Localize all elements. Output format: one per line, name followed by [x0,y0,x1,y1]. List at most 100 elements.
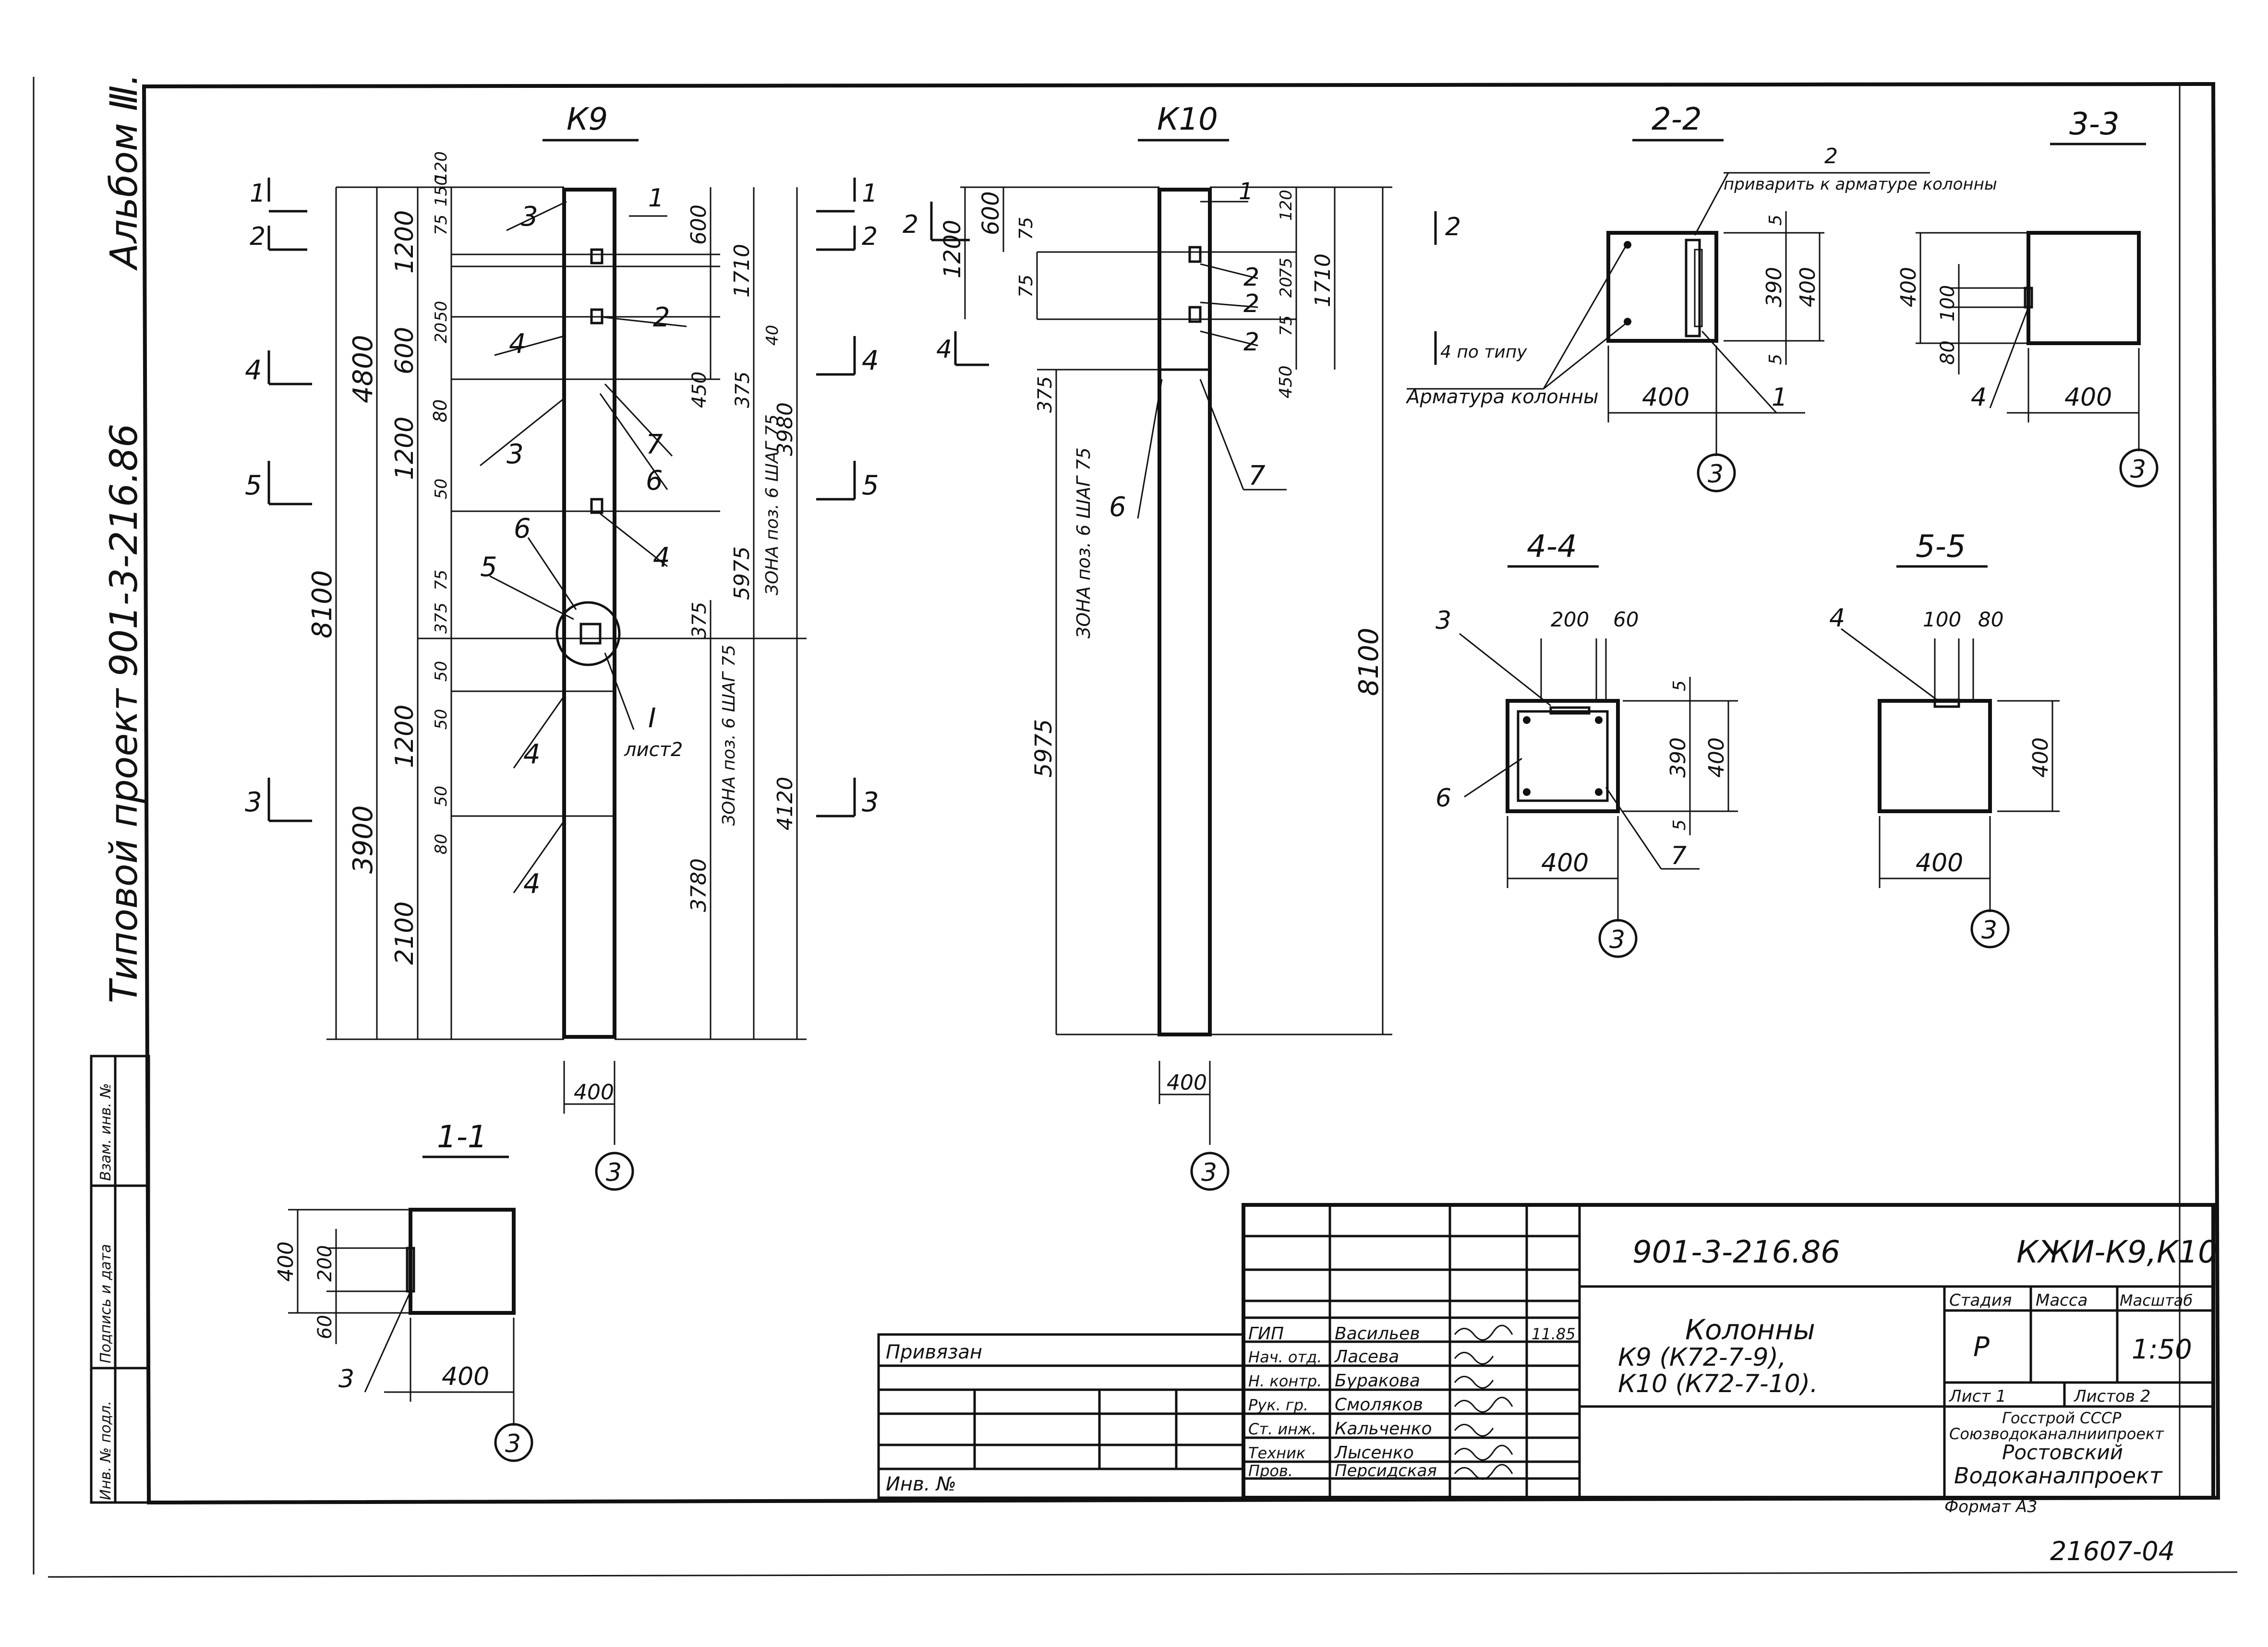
s55-axis: 3 [1981,916,1997,945]
k10-dim-75b: 75 [1015,275,1037,298]
k10-callout-7: 7 [1248,460,1266,492]
s11-h: 400 [274,1241,298,1282]
k9-dim-r450: 450 [688,372,711,408]
k9-callout-2: 2 [653,302,670,333]
s22-rebar-label: Арматура колонны [1405,386,1599,408]
k9-dim-600: 600 [390,327,419,374]
s33-width: 400 [2064,383,2112,412]
k10-zone: ЗОНА поз. 6 ШАГ 75 [1073,447,1094,638]
tb-bound: Привязан [886,1341,982,1363]
s44-d5a: 5 [1670,680,1689,691]
k9-width: 400 [574,1080,614,1105]
k9-callout-6a: 6 [646,465,663,496]
margin-stamp: Инв. № подл. Подпись и дата Взам. инв. № [90,1055,150,1504]
k9-callout-3b: 3 [507,439,524,470]
column-k9: 8100 4800 3900 1200 600 1200 1200 2100 1… [245,151,879,1191]
k10-section-2-left: 2 [903,210,918,239]
k9-callout-6b: 6 [514,513,531,544]
s44-axis: 3 [1609,926,1625,954]
k10-dim-5975: 5975 [1030,719,1057,778]
s33-b: 80 [1937,340,1959,365]
k9-dim-150: 150 [432,175,451,206]
k9-dim-75: 75 [432,215,451,235]
k9-callout-4b: 4 [653,542,670,573]
s22-d400: 400 [1796,267,1820,307]
tb-mass-h: Масса [2036,1291,2087,1310]
k9-dim-80: 80 [430,399,451,422]
title-block: Привязан Инв. № ГИП Васильев 11.85 Нач. … [877,1203,2218,1500]
k9-dim-1200b: 1200 [390,417,419,480]
tb-role-5: Техник [1248,1444,1306,1462]
margin-stamp-inv: Инв. № подл. [97,1401,114,1500]
s55-a: 100 [1923,608,1961,631]
tb-org-4: Водоканалпроект [1954,1463,2163,1489]
k10-callout-1: 1 [1239,178,1254,205]
tb-role-3: Рук. гр. [1248,1396,1308,1414]
k9-callout-4c: 4 [523,739,541,770]
tb-role-1: Нач. отд. [1248,1348,1322,1366]
k10-dim-r20: 20 [1277,277,1296,298]
view-title-k9: К9 [567,102,608,137]
k9-dim-50a: 50 [432,301,451,322]
k9-dim-r600: 600 [687,204,711,245]
view-title-1-1: 1-1 [437,1119,487,1155]
s55-h: 400 [2028,737,2053,778]
section-2-2: 2 приварить к арматуре колонны 5 390 400… [1405,144,1997,493]
view-title-3-3: 3-3 [2069,107,2120,142]
tb-stage-h: Стадия [1949,1291,2012,1310]
k9-zone-a: ЗОНА поз. 6 ШАГ 75 [762,414,782,595]
k10-dim-600: 600 [977,191,1004,235]
k9-dim-r4120: 4120 [773,777,797,830]
view-title-5-5: 5-5 [1916,529,1966,565]
k9-dim-3900: 3900 [348,805,379,874]
album-label: Альбом Ⅲ. [103,73,146,271]
sheet-frame [33,77,2238,1578]
k9-callout-4a: 4 [509,328,526,360]
s44-d390: 390 [1666,737,1690,778]
tb-designation: 901-3-216.86 [1632,1235,1840,1270]
project-label: Типовой проект 901-3-216.86 [103,423,146,1003]
k9-dim-20: 20 [432,323,451,343]
drawing-number: 21607-04 [2050,1536,2175,1566]
s22-d5b: 5 [1766,354,1785,365]
k9-dim-75b: 75 [432,570,451,590]
s11-b: 60 [314,1315,336,1339]
view-title-2-2: 2-2 [1652,102,1702,137]
k10-dim-8100: 8100 [1353,627,1385,696]
k9-dim-50b: 50 [432,479,451,499]
tb-org-1: Госстрой СССР [2002,1409,2122,1427]
view-titles: К9 К10 2-2 3-3 4-4 5-5 1-1 [422,102,2146,1158]
margin-stamp-replace: Взам. инв. № [97,1083,114,1181]
k10-callout-2c: 2 [1243,328,1259,357]
k9-dim-r375b: 375 [688,602,711,638]
k10-width: 400 [1167,1070,1207,1095]
k10-dim-r120: 120 [1277,190,1296,221]
k10-section-4-left: 4 [936,335,952,364]
tb-org-3: Ростовский [2002,1441,2123,1464]
k10-dim-r75: 75 [1277,258,1296,278]
column-k10: 1200 600 75 75 375 ЗОНА поз. 6 ШАГ 75 59… [903,178,1461,1191]
s55-callout: 4 [1829,604,1845,633]
k9-dim-r5975: 5975 [730,546,754,600]
k9-dim-50c: 50 [432,661,451,682]
k10-callout-2b: 2 [1243,289,1259,318]
k9-dim-4800: 4800 [348,335,379,403]
tb-scale-h: Масштаб [2120,1291,2193,1310]
k9-dim-375: 375 [432,602,451,634]
section-3-3: 400 100 80 400 3 4 [1896,231,2159,488]
tb-name-0: Васильев [1335,1324,1420,1344]
k9-callout-3a: 3 [521,201,538,232]
tb-sheets: Листов 2 [2073,1387,2150,1406]
k9-dim-1200c: 1200 [390,705,419,768]
k9-dim-1200a: 1200 [390,210,419,274]
s44-b: 60 [1613,608,1639,631]
s11-callout: 3 [338,1365,354,1394]
tb-name-5: Лысенко [1334,1443,1414,1463]
view-title-k10: К10 [1157,102,1218,137]
k10-dim-r75b: 75 [1277,315,1296,336]
s22-width: 400 [1642,383,1689,412]
tb-role-2: Н. контр. [1248,1372,1322,1390]
s33-callout: 4 [1971,383,1987,412]
